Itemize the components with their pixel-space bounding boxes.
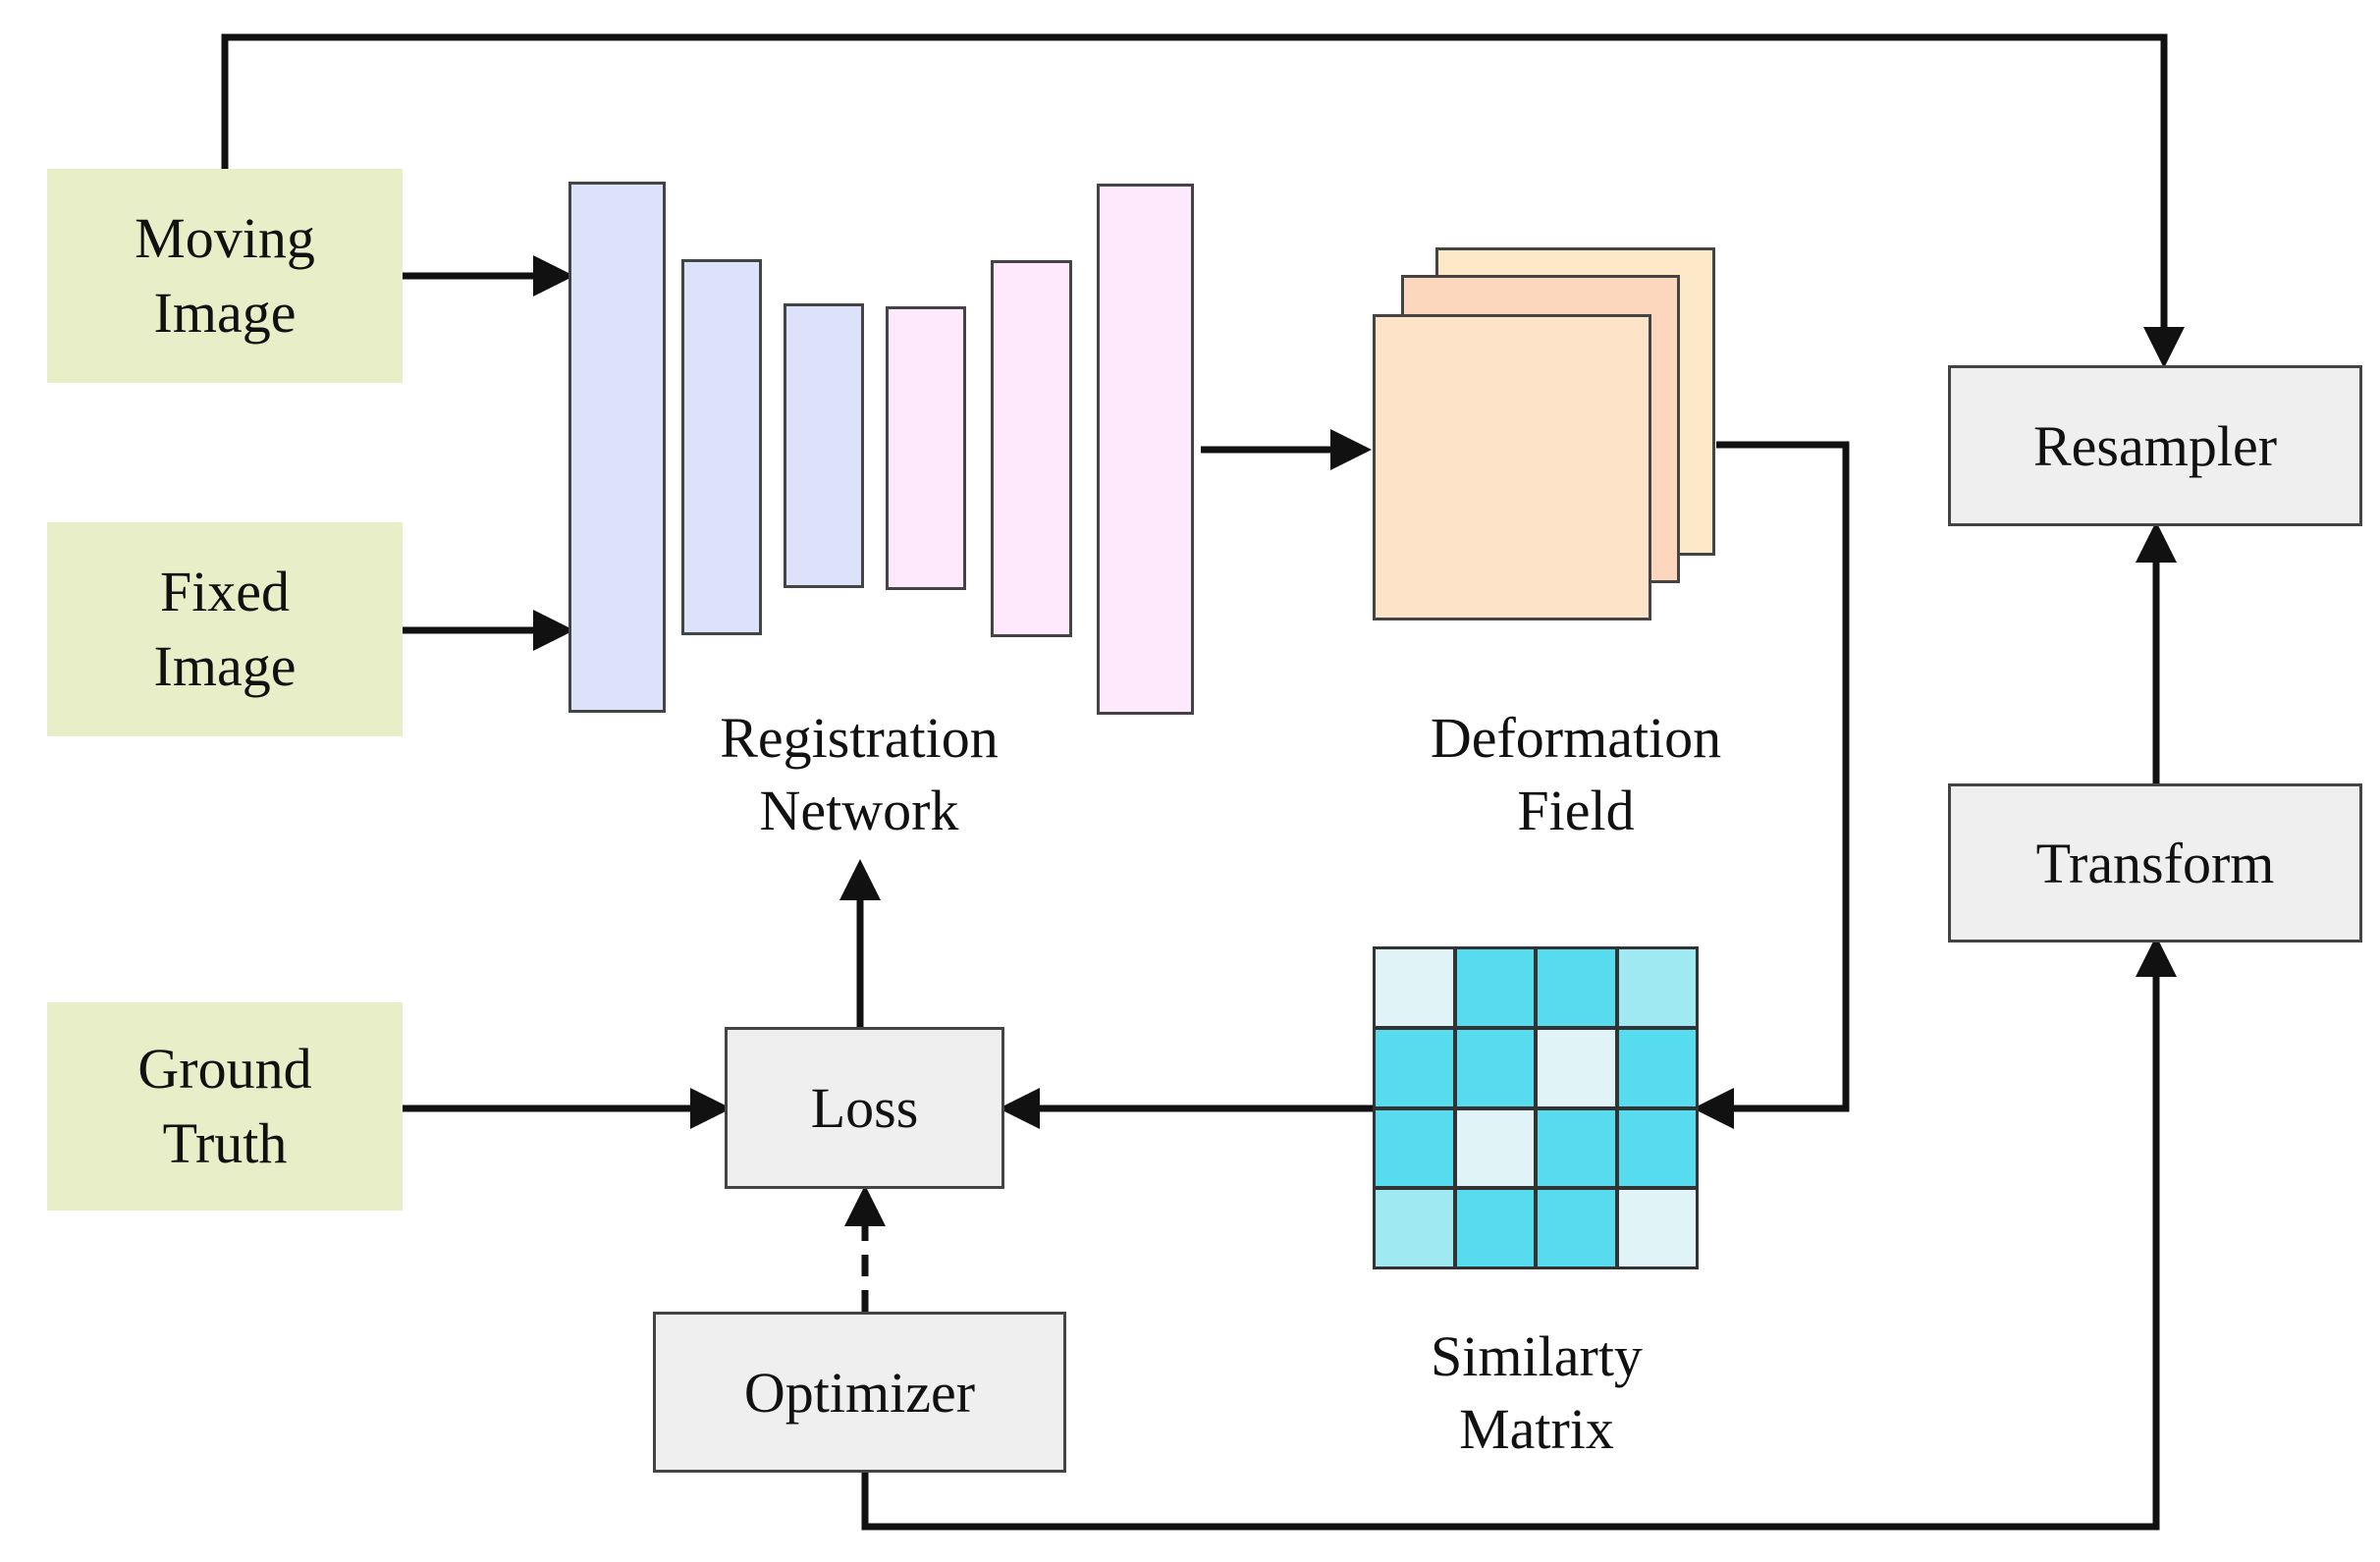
- similarity-cell-r3-c3: [1535, 1106, 1618, 1190]
- arrow-field-to-matrix: [1693, 441, 1850, 1129]
- similarity-cell-r3-c4: [1615, 1106, 1699, 1190]
- transform-box: Transform: [1948, 783, 2362, 943]
- similarity-cell-r2-c3: [1535, 1026, 1618, 1109]
- similarity-cell-r4-c3: [1535, 1187, 1618, 1269]
- deformation-field-caption-line1: Deformation: [1430, 706, 1722, 770]
- moving-image-label-line1: Moving: [135, 206, 315, 270]
- decoder-layer-1: [886, 306, 966, 590]
- similarity-cell-r2-c2: [1453, 1026, 1537, 1109]
- similarity-cell-r4-c4: [1615, 1187, 1699, 1269]
- ground-truth-label-line2: Truth: [162, 1111, 288, 1175]
- decoder-layer-2: [991, 260, 1072, 637]
- arrow-optimizer-to-transform: [861, 936, 2177, 1531]
- similarity-cell-r1-c4: [1615, 946, 1699, 1029]
- moving-image-box: Moving Image: [47, 169, 403, 383]
- similarity-cell-r1-c1: [1373, 946, 1456, 1029]
- deformation-field-layer-front: [1373, 314, 1651, 620]
- similarity-matrix-caption: Similarty Matrix: [1316, 1320, 1758, 1466]
- similarity-cell-r2-c1: [1373, 1026, 1456, 1109]
- similarity-matrix: [1373, 946, 1699, 1269]
- similarity-cell-r3-c1: [1373, 1106, 1456, 1190]
- decoder-layer-3: [1097, 184, 1194, 715]
- similarity-matrix-caption-line1: Similarty: [1431, 1324, 1643, 1388]
- transform-label: Transform: [2035, 831, 2275, 895]
- ground-truth-box: Ground Truth: [47, 1002, 403, 1211]
- similarity-cell-r1-c3: [1535, 946, 1618, 1029]
- loss-label: Loss: [810, 1076, 919, 1140]
- similarity-cell-r4-c2: [1453, 1187, 1537, 1269]
- fixed-image-label-line2: Image: [153, 634, 297, 698]
- loss-box: Loss: [725, 1027, 1004, 1189]
- arrow-moving-to-resampler: [221, 33, 2185, 368]
- registration-network-caption: Registration Network: [628, 702, 1090, 847]
- registration-network-caption-line1: Registration: [720, 706, 999, 770]
- encoder-layer-2: [681, 259, 762, 635]
- fixed-image-box: Fixed Image: [47, 522, 403, 736]
- optimizer-label: Optimizer: [743, 1360, 976, 1425]
- similarity-cell-r4-c1: [1373, 1187, 1456, 1269]
- deformation-field-caption: Deformation Field: [1355, 702, 1797, 847]
- resampler-label: Resampler: [2032, 413, 2278, 478]
- encoder-layer-1: [568, 182, 666, 713]
- registration-network-caption-line2: Network: [759, 779, 959, 842]
- optimizer-box: Optimizer: [653, 1312, 1066, 1473]
- similarity-cell-r1-c2: [1453, 946, 1537, 1029]
- similarity-matrix-caption-line2: Matrix: [1459, 1397, 1614, 1461]
- fixed-image-label-line1: Fixed: [159, 560, 291, 623]
- resampler-box: Resampler: [1948, 365, 2362, 526]
- ground-truth-label-line1: Ground: [137, 1037, 312, 1101]
- similarity-cell-r3-c2: [1453, 1106, 1537, 1190]
- deformation-field-caption-line2: Field: [1517, 779, 1635, 842]
- similarity-cell-r2-c4: [1615, 1026, 1699, 1109]
- moving-image-label-line2: Image: [153, 281, 297, 345]
- encoder-layer-3: [784, 303, 864, 588]
